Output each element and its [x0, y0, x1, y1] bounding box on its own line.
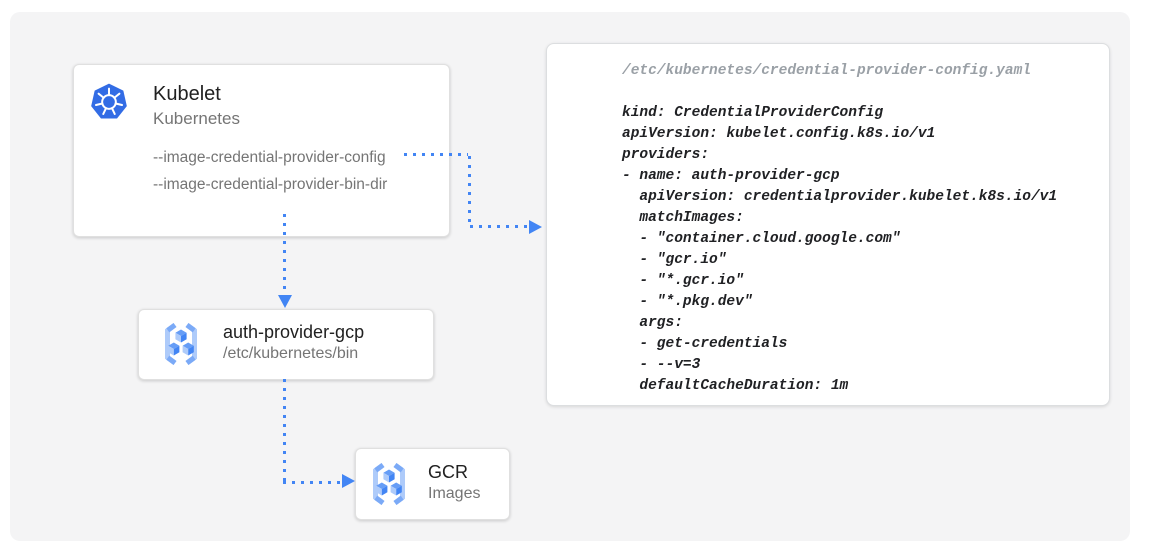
yaml-code-line: - get-credentials	[622, 336, 788, 352]
arrowhead-to-auth-provider-icon	[278, 295, 292, 308]
auth-provider-title: auth-provider-gcp	[223, 322, 365, 342]
connector-config-to-yaml-segment3	[470, 225, 530, 228]
connector-config-to-yaml-segment2	[468, 156, 471, 224]
yaml-code-line: - "*.gcr.io"	[622, 273, 744, 289]
kubelet-node-card: Kubelet Kubernetes --image-credential-pr…	[73, 64, 450, 237]
yaml-code-line: providers:	[622, 147, 710, 163]
yaml-code-line: - "container.cloud.google.com"	[622, 231, 901, 247]
yaml-code-block: kind: CredentialProviderConfig apiVersio…	[622, 103, 1099, 397]
kubernetes-icon	[89, 82, 129, 127]
yaml-code-line: matchImages:	[622, 210, 744, 226]
kubelet-flag-text: --image-credential-provider-config	[153, 149, 386, 166]
container-registry-icon	[365, 460, 413, 513]
yaml-code-line: kind: CredentialProviderConfig	[622, 105, 884, 121]
yaml-code-line: apiVersion: credentialprovider.kubelet.k…	[622, 189, 1058, 205]
yaml-code-line: defaultCacheDuration: 1m	[622, 378, 849, 394]
yaml-code-line: apiVersion: kubelet.config.k8s.io/v1	[622, 126, 936, 142]
yaml-code-line: - name: auth-provider-gcp	[622, 168, 840, 184]
kubelet-flags: --image-credential-provider-config --ima…	[153, 145, 387, 198]
connector-kubelet-to-auth-provider	[283, 214, 286, 296]
container-registry-icon	[157, 320, 205, 373]
yaml-code-line: - "*.pkg.dev"	[622, 294, 753, 310]
credential-provider-config-panel: /etc/kubernetes/credential-provider-conf…	[546, 43, 1110, 406]
connector-auth-provider-to-gcr-segment1	[283, 379, 286, 482]
yaml-file-path: /etc/kubernetes/credential-provider-conf…	[622, 63, 1031, 79]
gcr-node-card: GCR Images	[355, 448, 510, 520]
arrowhead-to-yaml-icon	[529, 220, 542, 234]
gcr-subtitle: Images	[428, 485, 481, 502]
arrowhead-to-gcr-icon	[342, 474, 355, 488]
kubelet-flag-text: --image-credential-provider-bin-dir	[153, 175, 388, 193]
kubelet-subtitle: Kubernetes	[153, 109, 240, 128]
yaml-code-line: - "gcr.io"	[622, 252, 727, 268]
connector-auth-provider-to-gcr-segment2	[283, 481, 343, 484]
gcr-title: GCR	[428, 462, 468, 482]
yaml-code-line: args:	[622, 315, 683, 331]
auth-provider-gcp-node-card: auth-provider-gcp /etc/kubernetes/bin	[138, 309, 434, 380]
yaml-code-line: - --v=3	[622, 357, 701, 373]
kubelet-title: Kubelet	[153, 83, 221, 105]
connector-config-to-yaml-segment1	[404, 153, 468, 156]
auth-provider-subtitle: /etc/kubernetes/bin	[223, 345, 359, 362]
